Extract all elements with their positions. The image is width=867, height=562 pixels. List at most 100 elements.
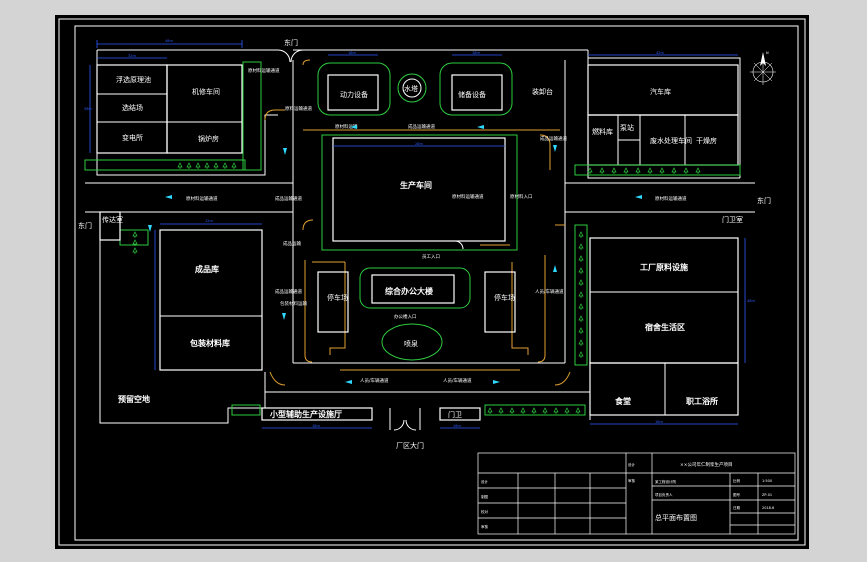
road-curbs: [264, 59, 571, 386]
svg-text:人员/车辆通道: 人员/车辆通道: [443, 377, 472, 384]
road-labels: 原材料运输通道 原材料运输通道 原材料运输 成品运输通道 原料运输通道 成品运输…: [186, 67, 687, 384]
svg-text:18m: 18m: [348, 51, 356, 55]
company-label: 某工程设计院: [655, 479, 676, 484]
water-tower-label: 水塔: [404, 84, 418, 93]
svg-text:32m: 32m: [128, 54, 136, 58]
tree-icon: [520, 407, 526, 414]
tree-icon: [578, 291, 584, 298]
tree-icon: [575, 407, 581, 414]
tree-icon: [186, 162, 192, 169]
tree-icon: [231, 162, 237, 169]
svg-text:18m: 18m: [655, 420, 663, 424]
dorm-label: 宿舍生活区: [645, 322, 685, 332]
packaging-label: 包装材料库: [189, 338, 230, 348]
tree-icon: [578, 243, 584, 250]
svg-text:员工入口: 员工入口: [422, 254, 440, 260]
tree-icon: [213, 162, 219, 169]
svg-text:原材料运输通道: 原材料运输通道: [186, 195, 218, 202]
block-top-center: 动力设备 水塔 储备设备 装卸台 18m 18m: [317, 51, 553, 116]
svg-text:成品运输通道: 成品运输通道: [540, 135, 567, 142]
tree-icon: [509, 407, 515, 414]
svg-text:包装材料运输: 包装材料运输: [280, 300, 307, 307]
row-2: 制图: [481, 494, 489, 499]
sorting-label: 选结场: [122, 103, 143, 112]
tree-icon: [683, 167, 689, 174]
loading-label: 装卸台: [532, 87, 553, 96]
tree-icon: [177, 162, 183, 169]
date-label: 日期: [733, 505, 741, 510]
svg-text:原材料入口: 原材料入口: [510, 193, 533, 200]
outer-frame: [58, 18, 806, 546]
tree-icon: [578, 303, 584, 310]
tree-icon: [564, 407, 570, 414]
tree-icon: [695, 167, 701, 174]
bike-left-label: 停车场: [327, 293, 348, 302]
power-equipment-label: 动力设备: [340, 90, 368, 99]
production-hall: 28m 生产车间: [321, 134, 518, 251]
scale-label: 比例: [733, 478, 741, 483]
svg-text:人员/车辆通道: 人员/车辆通道: [360, 377, 389, 384]
tree-icon: [578, 315, 584, 322]
tree-icon: [132, 231, 138, 238]
tree-icon: [195, 162, 201, 169]
tree-icon: [578, 267, 584, 274]
flow-arrow-icon: [148, 125, 642, 384]
block-office: 综合办公大楼 喷泉 停车场 停车场: [317, 267, 516, 361]
svg-text:成品运输通道: 成品运输通道: [408, 123, 435, 130]
row-3: 校对: [481, 509, 489, 514]
tree-icon: [553, 407, 559, 414]
tree-icon: [578, 327, 584, 334]
date-value: 2018.6: [762, 506, 774, 510]
svg-text:成品运输: 成品运输: [283, 240, 301, 247]
tree-icon: [635, 167, 641, 174]
block-top-right: 汽车库 废水处理车间 燃料库 泵站 干燥房 42m: [574, 51, 741, 176]
title-block: ××公司年仁制浆生产项目 总平面布置图 设计 审核 比例 1:500 图号 ZP…: [477, 452, 796, 535]
office-label: 综合办公大楼: [385, 286, 433, 296]
ancillary-label: 小型辅助生产设施厅: [269, 409, 342, 419]
svg-text:东门: 东门: [284, 38, 298, 47]
design-label: 设计: [628, 462, 636, 467]
svg-text:16m: 16m: [453, 424, 461, 428]
tree-icon: [611, 167, 617, 174]
reserve-label: 预留空地: [118, 394, 150, 404]
svg-text:人员/车辆通道: 人员/车辆通道: [535, 288, 564, 295]
svg-text:原材料运输通道: 原材料运输通道: [452, 193, 484, 200]
dimensions-top-left: 48m 36m 32m: [84, 39, 243, 153]
block-bottom: 小型辅助生产设施厅 预留空地 门卫 18m 16m: [118, 394, 586, 429]
tree-icon: [659, 167, 665, 174]
tree-icon: [671, 167, 677, 174]
north-arrow-icon: N: [750, 51, 776, 85]
svg-text:原材料运输: 原材料运输: [335, 123, 358, 130]
finished-goods-label: 成品库: [195, 264, 219, 274]
tree-icon: [578, 339, 584, 346]
tree-icon: [132, 162, 701, 414]
pump-label: 泵站: [620, 123, 634, 132]
bathroom-label: 职工浴所: [686, 396, 718, 406]
inner-frame: [74, 25, 799, 541]
svg-text:成品运输通道: 成品运输通道: [275, 195, 302, 202]
tree-icon: [542, 407, 548, 414]
svg-text:42m: 42m: [656, 51, 664, 55]
tree-icon: [647, 167, 653, 174]
tree-icon: [222, 162, 228, 169]
tree-icon: [132, 247, 138, 254]
sheet-label: 图号: [733, 492, 741, 497]
svg-text:N: N: [766, 51, 769, 55]
fuel-store-label: 燃料库: [592, 127, 613, 136]
guard-right-label: 门卫室: [722, 215, 743, 224]
tree-icon: [498, 407, 504, 414]
svg-text:36m: 36m: [84, 107, 92, 111]
svg-text:48m: 48m: [165, 39, 173, 43]
guard-small-label: 门卫: [448, 410, 462, 419]
main-process-label: 生产车间: [400, 180, 432, 190]
gate-east-label: 东门: [757, 196, 771, 205]
drawing-title: 总平面布置图: [655, 513, 697, 522]
svg-text:48m: 48m: [747, 299, 755, 303]
waste-treatment-label: 废水处理车间: [650, 136, 692, 145]
tree-icon: [599, 167, 605, 174]
spare-equipment-label: 储备设备: [458, 90, 486, 99]
boiler-label: 锅炉房: [198, 134, 219, 143]
gates: 东门 东门 厂区大门: [78, 196, 771, 450]
svg-text:原材料运输通道: 原材料运输通道: [248, 67, 280, 74]
